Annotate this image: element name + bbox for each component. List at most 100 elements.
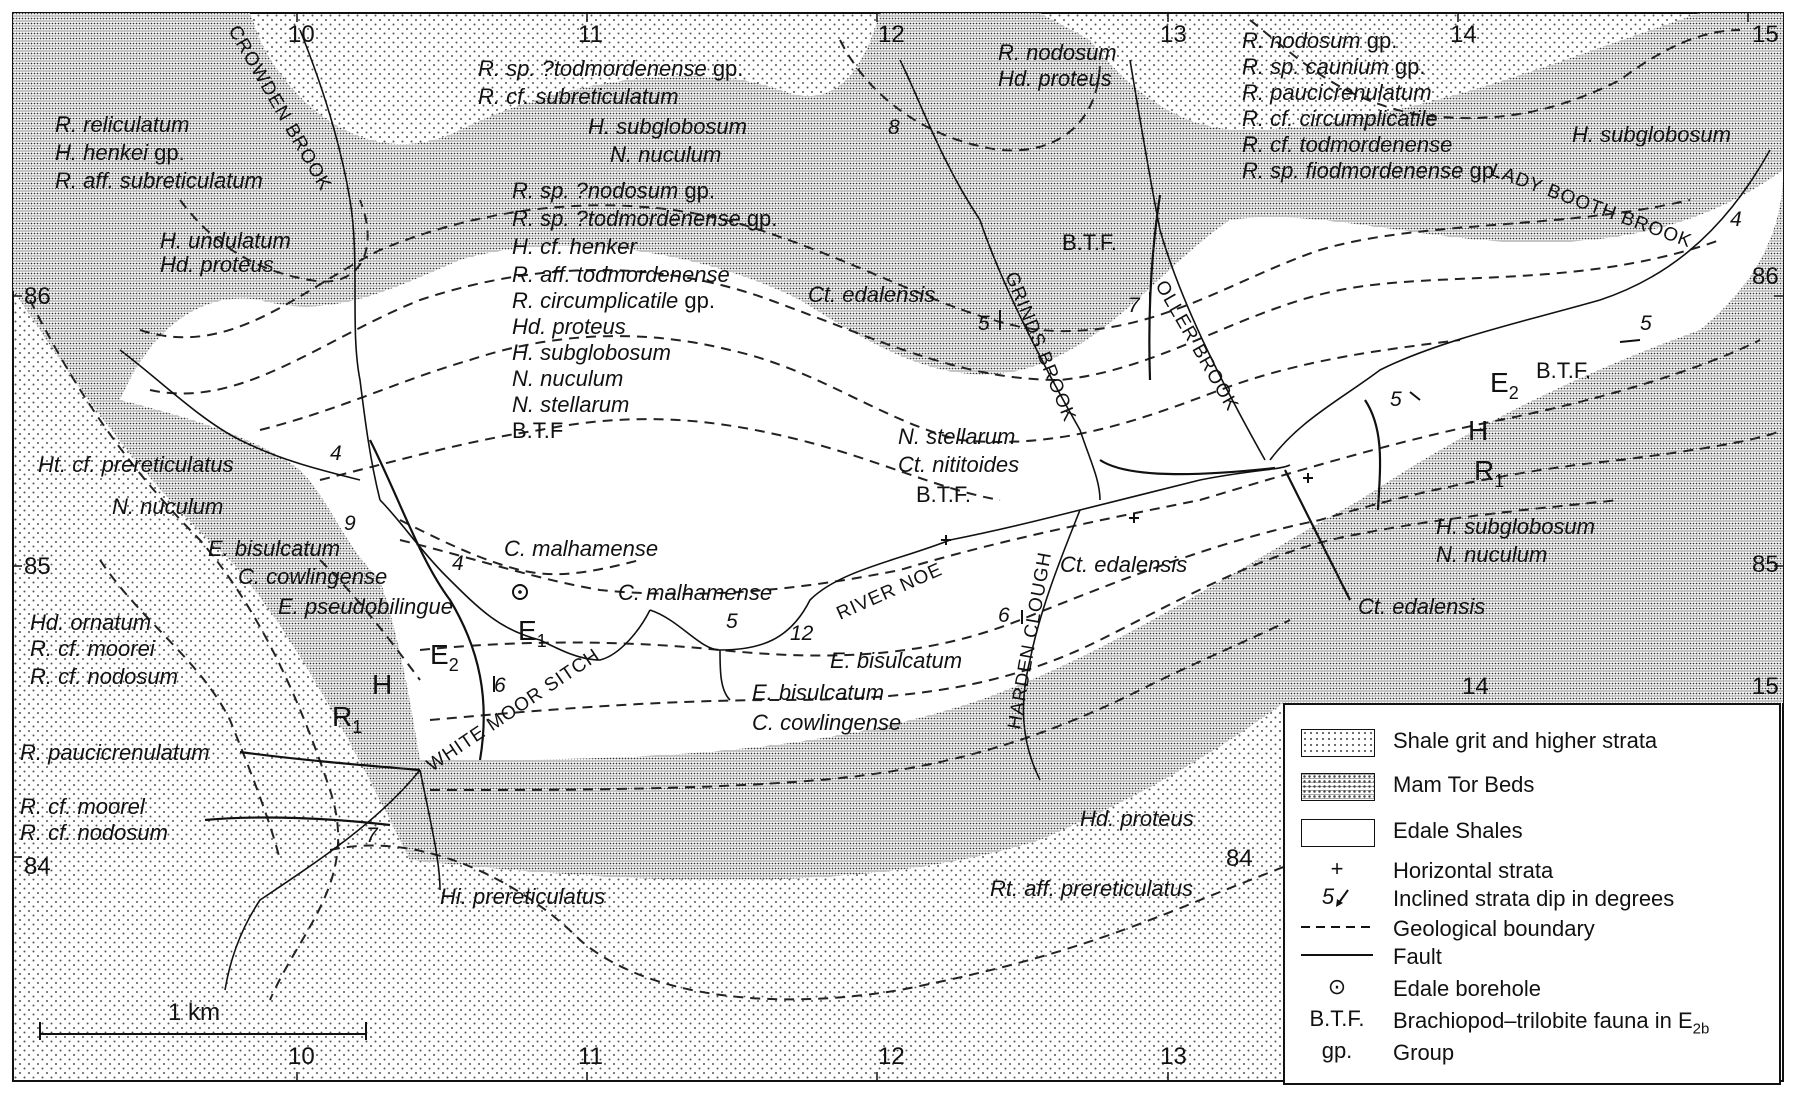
legend-row-horizontal: + Horizontal strata xyxy=(1285,853,1779,887)
stream-noe-tributary xyxy=(719,649,731,701)
fossil-label: R. sp. fiodmordenense gp. xyxy=(1242,158,1500,183)
dip-value: 4 xyxy=(1730,208,1742,231)
fossil-label: N. nuculum xyxy=(112,494,223,519)
grid-top-15: 15 xyxy=(1752,21,1779,48)
legend-row-fault: Fault xyxy=(1285,939,1779,973)
fossil-label: C. cowlingense xyxy=(752,710,901,735)
mam-tor-swatch xyxy=(1301,773,1375,801)
fossil-label: Ct. edalensis xyxy=(1358,594,1485,619)
fault-2 xyxy=(1099,459,1276,476)
structure-symbols xyxy=(493,292,1641,692)
stream-sw-tributary xyxy=(224,769,421,991)
fossil-label: H. undulatum xyxy=(160,228,291,253)
grid-left-84: 84 xyxy=(24,853,51,880)
grid-left-86: 86 xyxy=(24,283,51,310)
scale-bar-label: 1 km xyxy=(168,999,220,1026)
btf-label: B.T.F xyxy=(512,418,563,443)
fossil-label: N. nuculum xyxy=(610,142,721,167)
legend-label: Fault xyxy=(1393,944,1442,969)
boundary-arc-8 xyxy=(429,619,1291,791)
horizontal-strata-icon: + xyxy=(1330,856,1344,881)
grid-inner-14: 14 xyxy=(1462,673,1489,700)
dip-value: 5 xyxy=(1640,312,1652,335)
dip-value: 12 xyxy=(790,622,814,645)
boundary-inner-nw xyxy=(179,199,369,283)
btf-label: B.T.F. xyxy=(1062,230,1117,255)
stream-south-tributary xyxy=(419,769,441,891)
fossil-label: Rt. aff. prereticulatus xyxy=(990,876,1193,901)
grid-top-14: 14 xyxy=(1450,21,1477,48)
grid-bottom-11: 11 xyxy=(578,1043,603,1070)
fault-7 xyxy=(1148,194,1162,381)
boundary-arc-6 xyxy=(419,429,1784,657)
fossil-label: R. aff. subreticulatum xyxy=(55,168,263,193)
boundary-arc-7 xyxy=(429,499,1621,721)
fossil-label: R. cf. nodosum xyxy=(20,820,168,845)
grid-right-85: 85 xyxy=(1752,551,1779,578)
dip-value: 4 xyxy=(330,442,342,465)
legend-label: Mam Tor Beds xyxy=(1393,772,1535,797)
boundary-arc-1 xyxy=(139,199,1691,339)
legend-row-inclined: 5 Inclined strata dip in degrees xyxy=(1285,881,1779,915)
fossil-label: R. nodosum gp. xyxy=(1242,28,1397,53)
legend-label: Shale grit and higher strata xyxy=(1393,728,1658,753)
boundary-inner-n xyxy=(839,39,1101,152)
fossil-label: H. subglobosum xyxy=(1436,514,1595,539)
grid-inner-15: 15 xyxy=(1752,673,1779,700)
fossil-label: R. cf. todmordenense xyxy=(1242,132,1452,157)
fossil-label: R. cf. moorel xyxy=(20,794,146,819)
grid-right-86: 86 xyxy=(1752,263,1779,290)
legend-row-btf: B.T.F. Brachiopod–trilobite fauna in E2b xyxy=(1285,1003,1779,1037)
fossil-label: R. cf. moorei xyxy=(30,636,156,661)
fault-5 xyxy=(1364,399,1382,511)
dip-value: 7 xyxy=(1128,294,1141,317)
fossil-label: E. pseudobilingue xyxy=(278,594,453,619)
edale-shales-swatch xyxy=(1301,819,1375,847)
legend-row-gp: gp. Group xyxy=(1285,1035,1779,1069)
inclined-dip-number: 5 xyxy=(1321,884,1335,909)
shale-grit-swatch xyxy=(1301,729,1375,757)
fossil-label: Ct. nititoides xyxy=(898,452,1019,477)
grid-top-11: 11 xyxy=(578,21,603,48)
legend-label: Edale borehole xyxy=(1393,976,1542,1001)
fault-4 xyxy=(239,750,421,772)
grid-bottom-12: 12 xyxy=(878,1043,905,1070)
legend-row-edale-shales: Edale Shales xyxy=(1285,813,1779,847)
fossil-label: R. sp. ?nodosum gp. xyxy=(512,178,715,203)
fossil-label: N. nuculum xyxy=(512,366,623,391)
legend-row-boundary: Geological boundary xyxy=(1285,911,1779,945)
map-legend: Shale grit and higher strata Mam Tor Bed… xyxy=(1283,703,1781,1085)
edale-shales-area xyxy=(120,170,1783,760)
btf-label: B.T.F. xyxy=(1536,358,1591,383)
scale-bar xyxy=(39,1022,367,1040)
unit-h-east: H xyxy=(1468,415,1488,446)
fossil-label: H. cf. henker xyxy=(512,234,638,259)
grid-top-12: 12 xyxy=(878,21,905,48)
dip-arrow-icon xyxy=(1336,889,1349,907)
legend-row-mam-tor: Mam Tor Beds xyxy=(1285,767,1779,801)
unit-e2-west: E2 xyxy=(430,639,459,675)
fossil-label: R. nodosum xyxy=(998,40,1117,65)
fossil-label: Ct. edalensis xyxy=(808,282,935,307)
fossil-label: Ht. cf. prereticulatus xyxy=(38,452,234,477)
fossil-label: Hd. ornatum xyxy=(30,610,151,635)
fossil-label: Hd. proteus xyxy=(1080,806,1194,831)
legend-row-borehole: ⊙ Edale borehole xyxy=(1285,971,1779,1005)
dip-value: 5 xyxy=(978,312,990,335)
btf-subscript: 2b xyxy=(1692,1020,1710,1038)
legend-label: Geological boundary xyxy=(1393,916,1595,941)
unit-h-west: H xyxy=(372,669,392,700)
fossil-label: R. aff. todmordenense xyxy=(512,262,730,287)
fossil-label: N. nuculum xyxy=(1436,542,1547,567)
dip-value: 6 xyxy=(998,604,1010,627)
stream-harden-clough xyxy=(1022,509,1081,781)
legend-label: Group xyxy=(1393,1040,1455,1065)
stream-white-moor-sitch xyxy=(379,499,651,661)
fossil-label: E. bisulcatum xyxy=(830,648,962,673)
stream-west-tributary xyxy=(119,349,361,481)
fossil-label: R. reliculatum xyxy=(55,112,190,137)
fossil-label: R. cf. nodosum xyxy=(30,664,178,689)
fossil-label: R. sp. ?todmordenense gp. xyxy=(478,56,743,81)
fossil-label: N. stellarum xyxy=(898,424,1015,449)
fossil-label: E. bisulcatum xyxy=(208,536,340,561)
